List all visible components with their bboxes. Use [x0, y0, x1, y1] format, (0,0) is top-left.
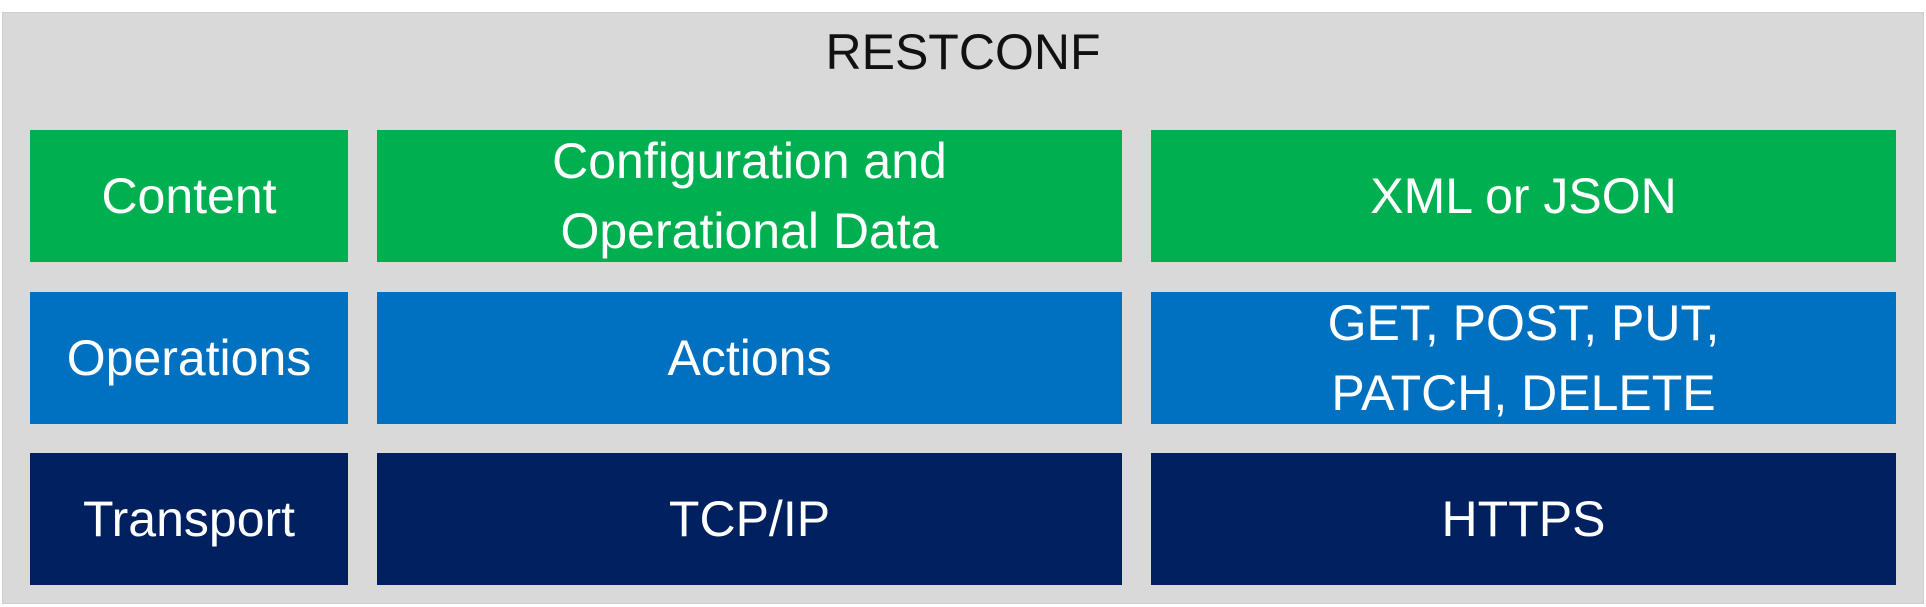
- operations-layer-methods-text: GET, POST, PUT, PATCH, DELETE: [1327, 295, 1720, 421]
- content-layer-description: Configuration and Operational Data: [377, 130, 1122, 262]
- content-layer-label: Content: [30, 130, 348, 262]
- transport-layer-description: TCP/IP: [377, 453, 1122, 585]
- operations-layer-label: Operations: [30, 292, 348, 424]
- operations-layer-methods: GET, POST, PUT, PATCH, DELETE: [1151, 292, 1896, 424]
- content-layer-format: XML or JSON: [1151, 130, 1896, 262]
- transport-layer-protocol: HTTPS: [1151, 453, 1896, 585]
- content-layer-description-text: Configuration and Operational Data: [552, 133, 947, 259]
- operations-layer-description: Actions: [377, 292, 1122, 424]
- diagram-title: RESTCONF: [825, 24, 1101, 80]
- transport-layer-label: Transport: [30, 453, 348, 585]
